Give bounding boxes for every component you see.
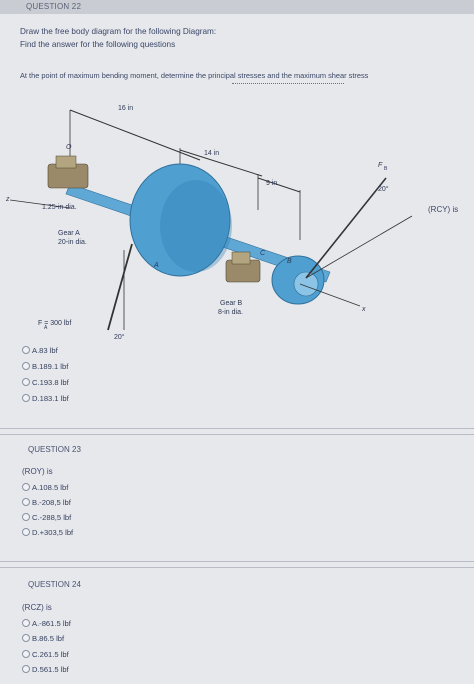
question-23-text: (ROY) is [22,467,53,476]
x-axis [299,283,361,307]
radio-icon[interactable] [22,362,30,370]
force-fa-arrow [107,243,133,331]
radio-icon[interactable] [22,483,30,491]
bearing-c-top [231,251,251,265]
radio-icon[interactable] [22,650,30,658]
q23-option-b[interactable]: B.-208,5 lbf [22,498,71,507]
label-angle-b: 20° [378,186,389,193]
question-22-prompt: At the point of maximum bending moment, … [20,71,369,80]
shaft-diagram: 16 in 14 in 9 in O A B C x z 1.25-in dia… [0,100,474,344]
q22-option-a[interactable]: A.83 lbf [22,346,58,355]
gear-a-face [160,180,232,272]
q22-option-d[interactable]: D.183.1 lbf [22,394,69,403]
q24-option-c[interactable]: C.261.5 lbf [22,650,69,659]
label-point-c: C [260,250,266,257]
radio-icon[interactable] [22,528,30,536]
label-force-b-sub: B [384,166,388,172]
q23-option-d[interactable]: D.+303,5 lbf [22,528,73,537]
instruction-line-2: Find the answer for the following questi… [20,40,176,49]
label-angle-a: 20° [114,334,125,341]
instruction-line-1: Draw the free body diagram for the follo… [20,27,217,36]
dim-line-9 [257,177,301,193]
divider [0,567,474,568]
label-gear-b: Gear B [220,300,243,307]
dim-line-16 [69,109,201,161]
label-point-o: O [66,144,72,151]
label-point-a: A [154,262,159,269]
prompt-underline [232,83,344,85]
divider [0,428,474,429]
label-gear-a: Gear A [58,230,80,237]
dim-line-14 [179,149,263,177]
divider [0,561,474,562]
radio-icon[interactable] [22,634,30,642]
question-23-title: QUESTION 23 [28,445,81,454]
q24-option-d[interactable]: D.561.5 lbf [22,665,69,674]
q23-option-c[interactable]: C.-288,5 lbf [22,513,71,522]
question-22-header: QUESTION 22 [0,0,474,14]
z-axis [9,199,71,209]
label-force-b: F [378,162,383,169]
radio-icon[interactable] [22,619,30,627]
label-14in: 14 in [204,150,220,157]
gear-b-hub [293,271,319,297]
q24-option-a[interactable]: A.-861.5 lbf [22,619,71,628]
label-force-a: F = 300 lbf [38,320,72,327]
divider [0,434,474,435]
radio-icon[interactable] [22,513,30,521]
question-22-title: QUESTION 22 [26,2,82,11]
label-force-a-sub: A [44,325,48,331]
force-fb-ref [305,215,413,279]
label-axis-x: x [362,306,366,313]
force-fb-arrow [305,177,387,279]
radio-icon[interactable] [22,346,30,354]
question-24-text: (RCZ) is [22,603,52,612]
label-shaft-dia: 1.25-in dia. [42,204,77,211]
q22-option-b[interactable]: B.189.1 lbf [22,362,68,371]
gear-a [129,163,231,277]
label-9in: 9 in [266,180,278,187]
q24-option-b[interactable]: B.86.5 lbf [22,634,64,643]
label-point-b: B [287,258,292,265]
label-gear-a-dia: 20-in dia. [58,239,87,246]
radio-icon[interactable] [22,378,30,386]
radio-icon[interactable] [22,665,30,673]
rcy-side-label: (RCY) is [428,205,459,214]
q22-option-c[interactable]: C.193.8 lbf [22,378,69,387]
shaft-diagram-svg [9,109,413,331]
label-16in: 16 in [118,105,134,112]
bearing-o-top [55,155,77,169]
question-24-title: QUESTION 24 [28,580,81,589]
q23-option-a[interactable]: A.108.5 lbf [22,483,68,492]
radio-icon[interactable] [22,394,30,402]
label-axis-z: z [6,196,10,203]
label-gear-b-dia: 8-in dia. [218,309,243,316]
radio-icon[interactable] [22,498,30,506]
